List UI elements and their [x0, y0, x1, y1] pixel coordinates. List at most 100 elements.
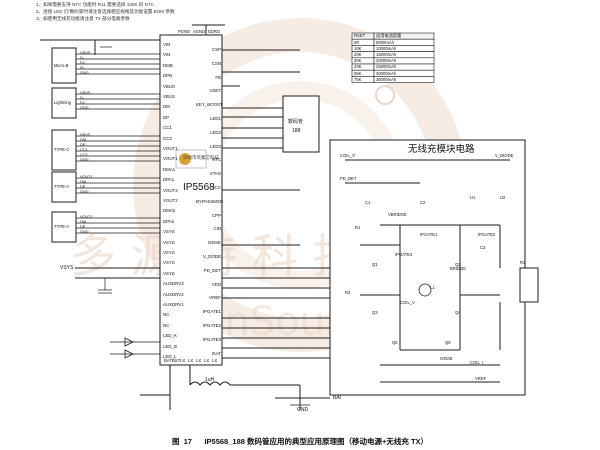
chip-pin-bottom: BST — [172, 358, 181, 363]
bom-table-value: 75K — [354, 76, 362, 82]
bom-table-cell — [373, 76, 435, 83]
connector-name: TYPE-A — [54, 224, 70, 229]
bom-table-value: 10K — [354, 45, 362, 51]
connector-body — [51, 211, 77, 243]
vsys-label: VSYS — [60, 265, 74, 271]
chip-pin-left: AUXDRV3 — [163, 281, 184, 287]
wireless-net-label: BRIDGE — [450, 266, 467, 271]
chip-pin-left: DPA1 — [163, 177, 175, 183]
bom-table-value: 35000mAh — [376, 76, 397, 82]
chip-pin-left: DP — [163, 114, 170, 120]
chip-pin-right: PD_DET — [203, 267, 221, 273]
bom-table-header: 适用电池容量 — [376, 33, 402, 39]
wireless-part-label: U2 — [500, 195, 506, 200]
chip-body — [159, 34, 223, 366]
connector-pin: CC1 — [80, 148, 88, 152]
bat-label: BAT — [333, 395, 343, 401]
chip-pin-right: IPGATE2 — [202, 323, 221, 328]
chip-pin-left: VOUT2 — [163, 187, 178, 193]
chip-pin-right: LED1 — [210, 116, 221, 121]
chip-pin-top: AGND — [193, 29, 206, 34]
chip-pin-right: VCC — [211, 185, 221, 190]
connector-pin: VBUS — [80, 133, 91, 137]
chip-pin-left: VIN — [163, 52, 171, 58]
wireless-part-label: Q2 — [455, 262, 461, 267]
bom-table-value: 43K — [354, 64, 362, 70]
bom-table-value: 30K — [354, 58, 362, 64]
chip-pin-right: KEY_BOOST — [196, 102, 223, 108]
chip-pin-right: VDD — [211, 281, 221, 287]
connector-pin: DM — [80, 180, 86, 184]
wireless-title: 无线充模块电路 — [408, 144, 475, 155]
connector-name: TYPE-C — [54, 147, 70, 152]
chip-pin-left: DMB — [163, 62, 173, 68]
bom-table-value: 10000mAh — [376, 45, 397, 51]
chip-pin-right: VREF — [209, 295, 221, 301]
connector-pin: DM — [80, 138, 86, 142]
chip-logo — [179, 153, 191, 165]
connector-name: Lightning — [54, 100, 71, 105]
connector-body — [51, 129, 77, 171]
connector-pin: GND — [80, 106, 89, 110]
connector-pin: D- — [80, 96, 85, 100]
chip-pin-right: NTC — [211, 157, 221, 163]
connector-pin: VBUS — [80, 51, 91, 55]
wireless-part-label: R3 — [520, 260, 526, 265]
connector-body — [51, 87, 77, 119]
inductor-label: 1uH — [205, 377, 215, 383]
connector-pin: VOUT1 — [80, 175, 93, 179]
connector-body — [51, 47, 77, 84]
figure-caption: 图 17 IP5568_188 数码管应用的典型应用原理图（移动电源+无线充 T… — [171, 437, 429, 446]
chip-pin-bottom: BAT — [164, 358, 172, 363]
chip-pin-left: LED_K — [163, 333, 177, 339]
connector-pin: DP — [80, 225, 86, 229]
chip-pin-left: LED_B — [163, 343, 177, 349]
bom-table-value: 0R — [354, 39, 360, 45]
chip-pin-left: VBUS — [163, 94, 175, 99]
wireless-net-label: COIL_V — [400, 300, 415, 305]
chip-pin-left: AUXDRV1 — [163, 302, 184, 307]
bom-table-value: 30000mAh — [376, 70, 397, 76]
chip-pin-right: BYPASSMSD — [196, 198, 224, 204]
wireless-net-label: IPGATE3 — [395, 252, 413, 257]
chip-pin-left: LED_L — [163, 354, 177, 359]
chip-pin-left: AUXDRV2 — [163, 291, 184, 297]
coil-symbol — [418, 283, 432, 297]
bom-table-value: 15000mAh — [376, 51, 397, 57]
wireless-part-label: Q5 — [392, 340, 398, 345]
inductor — [189, 381, 231, 386]
bom-table-value: 56K — [354, 70, 362, 76]
chip-pin-right: CPP — [211, 212, 221, 218]
note-2: 2、连接 LED 灯/数码管时请注意选择相应规格及功能设置 BOM 参数 — [36, 9, 175, 14]
connector-pin: D- — [80, 56, 85, 60]
chip-pin-top: EDRO — [208, 29, 221, 34]
chip-pin-bottom: LX — [204, 358, 210, 363]
wireless-net-label: IPGATE2 — [478, 232, 496, 237]
wireless-net-label: PD_DET — [340, 176, 357, 181]
bom-table-value: 25000mAh — [376, 64, 397, 70]
wireless-net-label: COIL_V — [340, 153, 355, 158]
chip-pin-left: DPA2 — [163, 218, 175, 224]
connector-pin: D+ — [80, 61, 85, 65]
chip-pin-left: VSYS — [163, 250, 175, 255]
chip-pin-left: DPB — [163, 73, 173, 79]
chip-pin-left: VOUT1 — [163, 156, 178, 162]
wireless-section — [329, 139, 526, 396]
chip-pin-right: IPGATE3 — [202, 336, 221, 342]
chip-pin-left: VOUT2 — [163, 198, 178, 203]
display-label: 数码管 — [288, 119, 304, 125]
chip-pin-right: ISAT — [211, 350, 221, 356]
wireless-part-label: R1 — [355, 225, 361, 230]
display-module — [282, 95, 320, 153]
chip-pin-right: FB — [215, 74, 221, 80]
chip-pin-bottom: LX — [212, 358, 218, 363]
chip-pin-right: VTH2 — [209, 171, 221, 177]
chip-pin-right: CIN — [213, 226, 221, 232]
chip-pin-left: CC1 — [163, 125, 172, 131]
chip-pin-bottom: LX — [180, 358, 186, 363]
chip-pin-right: LED3 — [210, 143, 221, 149]
connector-pin: CC2 — [80, 153, 88, 157]
connector-name: TYPE-A — [54, 184, 70, 189]
chip-pin-left: NC — [163, 322, 170, 328]
chip-pin-right: VSET — [209, 88, 221, 94]
